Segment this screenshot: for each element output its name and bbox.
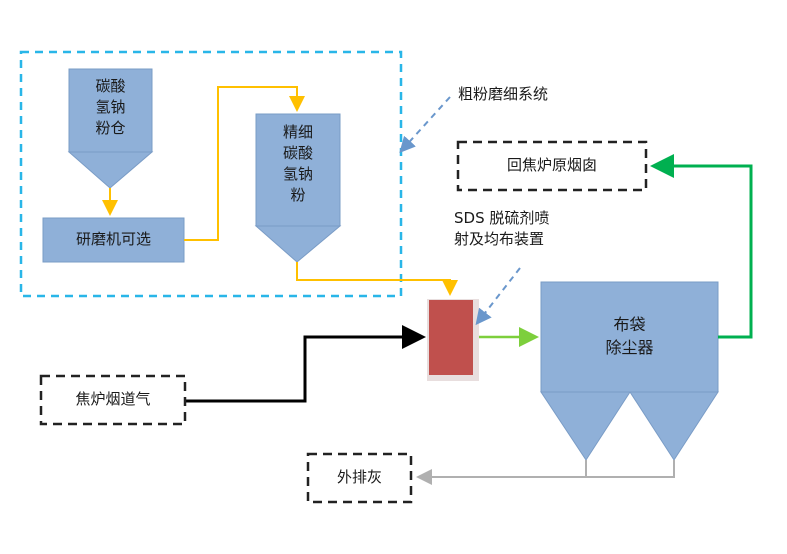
injector-node[interactable] — [427, 299, 479, 381]
fine-silo-node[interactable] — [254, 113, 342, 263]
chimney-label: 回焦炉原烟囱 — [506, 156, 597, 174]
subsystem-border — [19, 50, 403, 298]
flow-mill-to-fine-silo — [184, 86, 305, 241]
bag-filter-label: 布袋 除尘器 — [605, 315, 654, 357]
injector-pointer — [475, 267, 521, 326]
subsystem-label: 粗粉磨细系统 — [458, 85, 549, 103]
raw-silo-label: 碳酸 氢钠 粉仓 — [95, 77, 126, 137]
mill-node[interactable] — [42, 217, 185, 263]
fine-silo-label: 精细 碳酸 氢钠 粉 — [282, 123, 313, 204]
chimney-box — [456, 140, 648, 192]
fluegas-label: 焦炉烟道气 — [75, 390, 151, 408]
raw-silo-node[interactable] — [67, 68, 154, 189]
subsystem-pointer — [399, 96, 451, 153]
mill-label: 研磨机可选 — [75, 230, 151, 248]
injector-label: SDS 脱硫剂喷 射及均布装置 — [454, 209, 550, 248]
bag-filter-node[interactable] — [540, 281, 719, 461]
flow-fine-silo-to-injector — [296, 262, 458, 296]
ash-label: 外排灰 — [336, 468, 382, 486]
ash-collector-line — [585, 460, 675, 478]
flow-filter-to-chimney — [650, 154, 753, 339]
flow-fluegas-to-injector — [186, 325, 426, 403]
ash-box — [306, 452, 413, 504]
fluegas-box — [39, 374, 187, 426]
